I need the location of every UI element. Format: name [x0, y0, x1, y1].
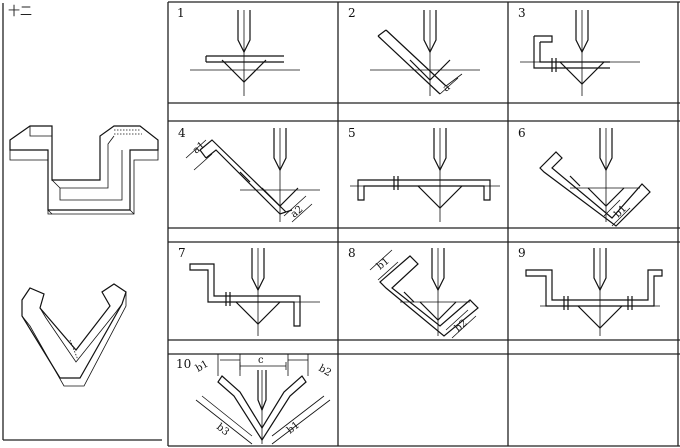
step-10-dimension-b1-left: b1: [194, 359, 211, 375]
step-number-10: 10: [176, 357, 191, 371]
step-number-2: 2: [348, 6, 356, 20]
step-7-drawing: [189, 248, 320, 336]
step-10-dimension-b2: b2: [317, 363, 334, 379]
step-2-drawing: a: [370, 10, 480, 96]
step-number-1: 1: [177, 6, 185, 20]
step-8-drawing: b1 b2: [369, 248, 479, 339]
step-8-dimension-b2: b2: [453, 318, 470, 335]
step-6-drawing: b1: [539, 128, 651, 227]
step-number-5: 5: [348, 126, 356, 140]
step-2-dimension-a: a: [441, 82, 453, 94]
step-10-dimension-c: c: [258, 355, 264, 366]
step-10-drawing: b1 c b2 b3 b1: [194, 354, 334, 445]
step-number-8: 8: [348, 246, 356, 260]
step-number-3: 3: [518, 6, 526, 20]
section-label: 十二: [8, 4, 32, 18]
step-number-9: 9: [518, 246, 526, 260]
step-9-drawing: [525, 248, 663, 336]
step-6-dimension-b1: b1: [612, 203, 629, 220]
step-1-drawing: [190, 10, 300, 96]
step-10-dimension-b1-right: b1: [285, 420, 302, 437]
step-number-4: 4: [178, 126, 186, 140]
step-number-7: 7: [178, 246, 186, 260]
step-10-dimension-b3: b3: [214, 422, 231, 439]
step-5-drawing: [350, 128, 500, 222]
step-3-drawing: [520, 10, 640, 96]
u-channel-part-illustration: [9, 125, 159, 215]
v-shape-part-illustration: [21, 283, 127, 387]
step-4-drawing: a1 a2: [185, 128, 320, 223]
step-4-dimension-a1: a1: [191, 140, 208, 156]
step-4-dimension-a2: a2: [289, 204, 306, 220]
step-number-6: 6: [518, 126, 526, 140]
